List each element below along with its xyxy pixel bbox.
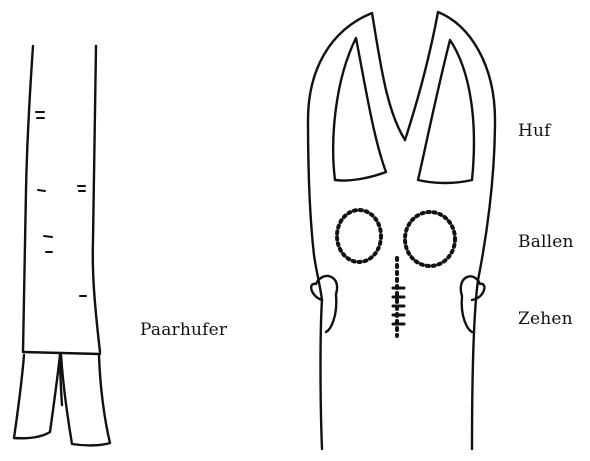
leg-shaft-left-edge bbox=[23, 46, 33, 352]
foot-outline-left bbox=[308, 13, 405, 449]
leg-hair-marks bbox=[36, 112, 86, 296]
left-hoof bbox=[14, 355, 60, 438]
label-ballen: Ballen bbox=[518, 232, 574, 252]
leg-base-line bbox=[23, 352, 100, 354]
foot-outline-right bbox=[405, 12, 495, 449]
foot-sole bbox=[308, 12, 495, 449]
right-pad bbox=[405, 212, 455, 266]
right-hoof bbox=[61, 355, 110, 445]
paarhufer-leg bbox=[14, 46, 110, 445]
label-zehen: Zehen bbox=[518, 309, 573, 329]
leg-shaft-right-edge bbox=[93, 46, 100, 352]
label-huf: Huf bbox=[518, 121, 551, 141]
right-dewclaw bbox=[461, 276, 485, 332]
label-paarhufer: Paarhufer bbox=[140, 320, 227, 340]
left-dewclaw bbox=[311, 276, 337, 332]
left-hoof-opening bbox=[333, 38, 386, 181]
left-pad bbox=[337, 210, 381, 262]
